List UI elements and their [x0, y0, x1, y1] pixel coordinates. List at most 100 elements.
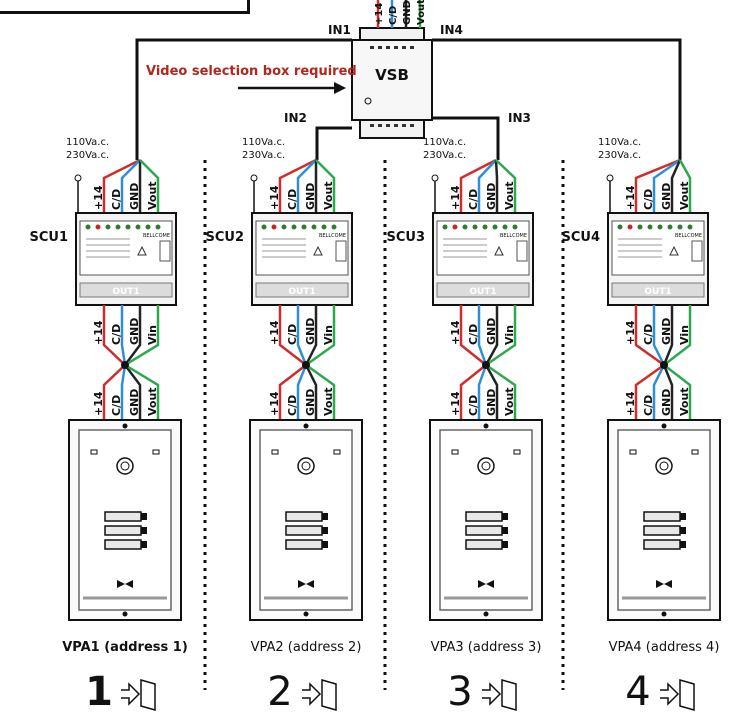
scu-led	[617, 224, 623, 230]
scu-panel	[611, 220, 705, 276]
scu-bottom-wire-label: Vin	[678, 325, 691, 345]
panel-wire-label: C/D	[467, 395, 480, 416]
scu-brand: BELLCOME	[675, 233, 702, 239]
scu-led	[492, 224, 498, 230]
scu-led	[472, 224, 478, 230]
vsb-in2-label: IN2	[284, 111, 307, 125]
scu-led	[512, 224, 518, 230]
door-icon	[140, 679, 156, 711]
scu-name-label: SCU1	[29, 230, 68, 245]
warning-icon	[669, 245, 679, 256]
call-button-tab	[502, 541, 508, 548]
scu-top-wire	[120, 159, 141, 213]
scu-top-wire	[495, 159, 517, 213]
scu-top-wire	[278, 158, 317, 213]
scu-out-plate	[255, 282, 349, 298]
panel-screw	[661, 611, 667, 617]
vsb-in4-label: IN4	[440, 23, 463, 37]
panel-wire	[484, 364, 499, 420]
scu-bottom-wire-label: Vin	[503, 325, 516, 345]
scu-led	[442, 224, 448, 230]
camera-icon	[297, 457, 315, 475]
address-number: 2	[267, 669, 292, 715]
panel-screw	[303, 423, 309, 429]
panel-wire	[477, 364, 488, 420]
panel-screw	[483, 423, 489, 429]
scu-led	[301, 224, 307, 230]
scu-led	[105, 224, 111, 230]
panel-led	[90, 449, 98, 455]
scu-led	[677, 224, 683, 230]
power-label-110: 110Va.c.	[423, 137, 466, 148]
call-button-tab	[141, 527, 147, 534]
vsb-terminal-dot	[410, 124, 414, 127]
bus-in2	[315, 126, 352, 160]
warning-icon	[494, 245, 504, 256]
call-button-tab	[322, 527, 328, 534]
panel-wire-label: Vout	[146, 387, 159, 416]
scu-out-plate	[611, 282, 705, 298]
scu-top-wire	[296, 159, 317, 213]
scu-led	[115, 224, 121, 230]
panel-caption: VPA1 (address 1)	[62, 640, 188, 655]
panel-wire	[663, 364, 692, 420]
scu-out-label: OUT1	[644, 287, 671, 297]
panel-wire-label: Vout	[503, 387, 516, 416]
panel-led	[451, 449, 459, 455]
ce-mark-box	[691, 240, 703, 262]
camera-icon	[477, 457, 495, 475]
panel-wire-label: C/D	[110, 395, 123, 416]
panel-wire-label: Vout	[678, 387, 691, 416]
scu-top-wire	[670, 159, 682, 213]
panel-screw	[483, 611, 489, 617]
vsb-top-wire-label: +14	[374, 3, 385, 25]
scu-bottom-wire-label: GND	[485, 318, 498, 345]
scu-out-plate	[79, 282, 173, 298]
scu-led	[462, 224, 468, 230]
panel-wire-label: +14	[449, 391, 462, 416]
scu-led	[271, 224, 277, 230]
header-frame	[0, 0, 250, 14]
ce-mark-box	[516, 240, 528, 262]
panel-wire	[304, 364, 318, 420]
panel-wire-label: +14	[268, 391, 281, 416]
power-label-230: 230Va.c.	[598, 150, 641, 161]
panel-caption: VPA2 (address 2)	[251, 640, 362, 655]
bus-in1	[135, 38, 352, 160]
power-terminal	[250, 174, 258, 182]
scu-led	[135, 224, 141, 230]
scu-top-wire	[678, 159, 692, 213]
call-button-tab	[141, 513, 147, 520]
vsb-top-wire-label: Vout	[416, 0, 427, 25]
vsb-note: Video selection box required	[146, 64, 357, 79]
panel-wire	[124, 363, 160, 420]
scu-led	[261, 224, 267, 230]
vsb-led	[364, 97, 372, 105]
scu-top-wire-label: +14	[624, 185, 637, 210]
scu-led	[627, 224, 633, 230]
scu-bottom-wire-label: GND	[304, 318, 317, 345]
scu-bottom-wire	[278, 305, 307, 366]
scu-bottom-wire-label: Vin	[322, 325, 335, 345]
door-icon	[679, 679, 695, 711]
enter-arrow-icon	[121, 682, 141, 706]
scu-bottom-wire	[662, 305, 674, 366]
call-button	[643, 539, 681, 550]
camera-lens	[301, 461, 311, 471]
speaker-icon	[656, 580, 672, 588]
scu-top-wire	[459, 158, 497, 213]
scu-led	[482, 224, 488, 230]
camera-lens	[120, 461, 130, 471]
vsb-front	[351, 39, 433, 121]
scu-bottom-wire	[124, 305, 142, 366]
scu-top-wire	[102, 158, 141, 213]
call-button-tab	[502, 513, 508, 520]
call-button-tab	[502, 527, 508, 534]
scu-panel	[255, 220, 349, 276]
vsb-in3-label: IN3	[508, 111, 531, 125]
scu-top-wire-label: C/D	[286, 189, 299, 210]
vsb-label: VSB	[375, 66, 409, 84]
note-arrow-head	[334, 82, 346, 94]
scu-bottom-wire	[102, 305, 126, 366]
